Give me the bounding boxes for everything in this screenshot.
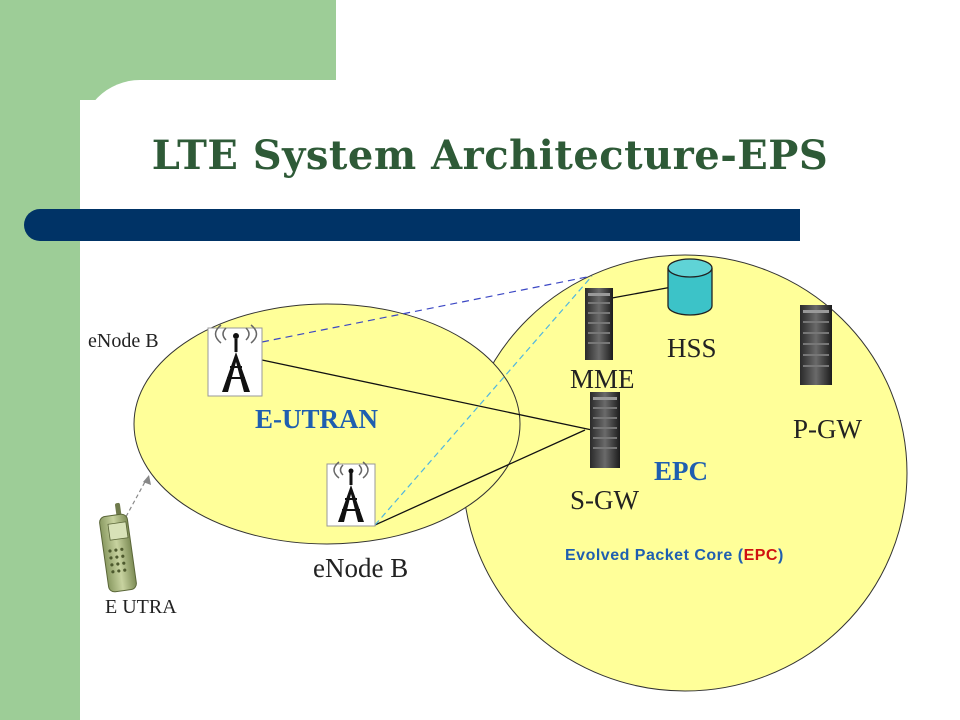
pgw-label: P-GW <box>793 414 862 444</box>
slide-title: LTE System Architecture-EPS <box>151 132 829 179</box>
link-enodeb-sgw <box>261 359 593 431</box>
link-enodeb2-sgw <box>374 429 586 526</box>
mobile-phone-icon <box>99 502 137 593</box>
epc-caption: Evolved Packet Core (EPC) <box>565 547 784 565</box>
epc-label: EPC <box>654 456 708 486</box>
enodeb-top-label: eNode B <box>88 330 159 352</box>
ue-label: E UTRA <box>105 596 177 618</box>
antenna-tower-icon <box>326 461 376 527</box>
server-rack-icon <box>800 305 832 385</box>
link-enodeb2-mme-dashed <box>374 275 593 526</box>
enodeb-bottom-label: eNode B <box>313 553 409 583</box>
epc-caption-prefix: Evolved Packet Core ( <box>565 547 744 564</box>
epc-caption-accent: EPC <box>743 547 778 564</box>
eutran-label: E-UTRAN <box>255 404 379 434</box>
server-rack-icon <box>585 288 613 360</box>
antenna-tower-icon <box>207 324 263 397</box>
link-enodeb-mme-dashed <box>261 275 593 343</box>
database-cylinder-icon <box>667 258 713 316</box>
hss-label: HSS <box>667 333 717 363</box>
background-green-left <box>0 0 80 720</box>
title-bar <box>24 209 800 241</box>
mme-label: MME <box>570 364 635 394</box>
link-mme-hss <box>611 286 673 299</box>
epc-caption-suffix: ) <box>777 547 784 564</box>
arrow-enodeb-end <box>143 475 151 485</box>
sgw-label: S-GW <box>570 485 639 515</box>
server-rack-icon <box>590 392 620 468</box>
